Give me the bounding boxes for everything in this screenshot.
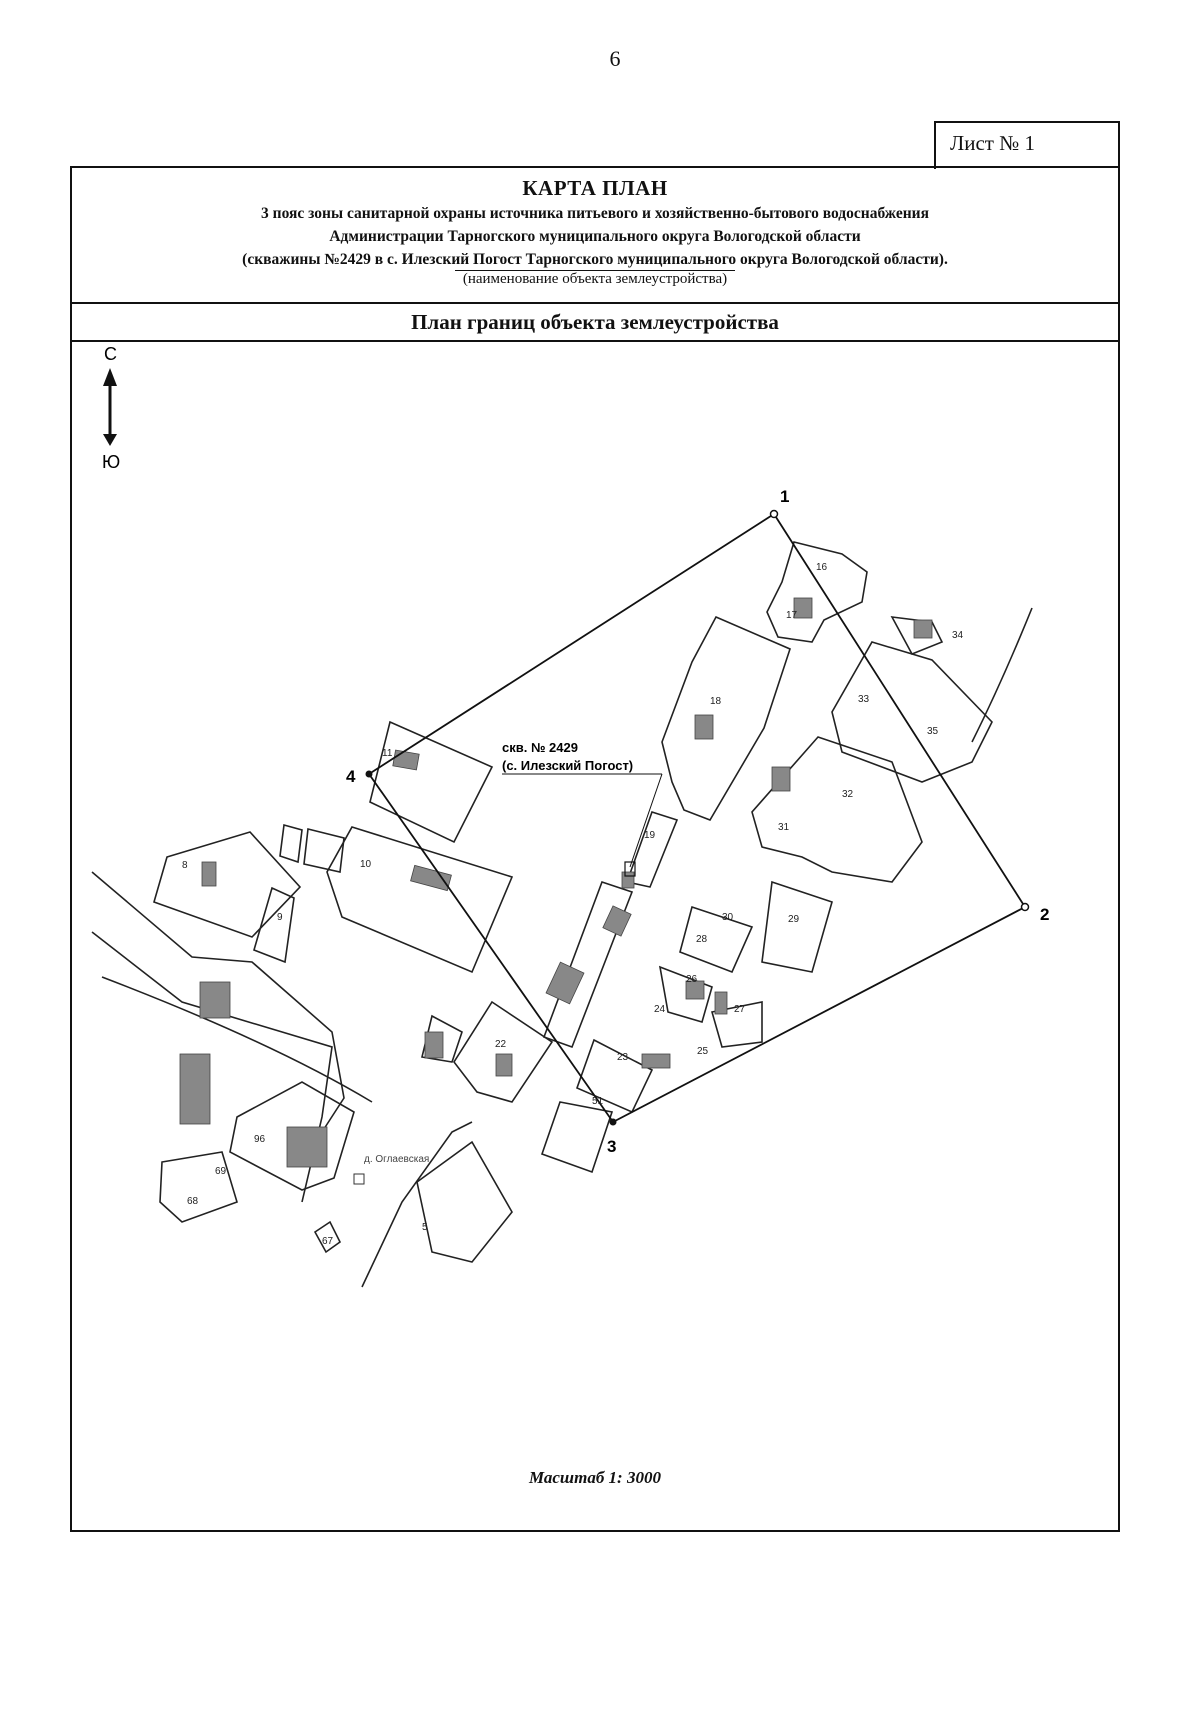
- parcel-51: [540, 1101, 614, 1174]
- svg-text:31: 31: [778, 822, 790, 833]
- svg-text:24: 24: [654, 1004, 666, 1015]
- header-line-1: 3 пояс зоны санитарной охраны источника …: [261, 205, 929, 222]
- parcel-567-1: [279, 823, 303, 864]
- header-line-3: (скважины №2429 в с. Илезский Погост Тар…: [242, 251, 948, 268]
- parcel-67: [313, 1220, 342, 1254]
- page-number: 6: [609, 46, 621, 71]
- svg-text:30: 30: [722, 912, 734, 923]
- svg-text:19: 19: [644, 830, 656, 841]
- svg-text:11: 11: [382, 748, 393, 759]
- sanitary-zone-boundary: [367, 512, 1027, 1124]
- compass-arrow-icon: [103, 368, 117, 446]
- svg-text:33: 33: [858, 694, 870, 705]
- boundary-point-3-label: 3: [607, 1137, 616, 1156]
- svg-text:32: 32: [842, 789, 854, 800]
- parcel-30: [679, 905, 754, 974]
- svg-text:8: 8: [182, 860, 188, 871]
- map-title: КАРТА ПЛАН: [522, 176, 668, 200]
- map-frame: КАРТА ПЛАН 3 пояс зоны санитарной охраны…: [70, 166, 1120, 1532]
- parcel-31-32: [751, 736, 923, 883]
- svg-text:5: 5: [422, 1222, 428, 1233]
- parcel-33: [831, 641, 993, 783]
- svg-text:69: 69: [215, 1166, 227, 1177]
- parcel-23: [575, 1038, 654, 1114]
- buildings: [179, 597, 933, 1168]
- parcel-18: [661, 615, 791, 821]
- parcel-567-2: [303, 828, 345, 873]
- svg-text:96: 96: [254, 1134, 266, 1145]
- well-label-line-2: (с. Илезский Погост): [502, 758, 633, 773]
- svg-text:51: 51: [592, 1096, 604, 1107]
- svg-text:27: 27: [734, 1004, 746, 1015]
- svg-text:23: 23: [617, 1052, 629, 1063]
- parcel-11: [369, 720, 494, 844]
- marker-icon: [353, 1173, 365, 1185]
- parcel-27: [710, 1001, 763, 1048]
- parcel-9: [253, 886, 295, 964]
- well-icon: [624, 861, 636, 877]
- svg-text:25: 25: [697, 1046, 709, 1057]
- svg-text:16: 16: [816, 562, 828, 573]
- svg-text:34: 34: [952, 630, 964, 641]
- parcel-68-69: [159, 1151, 238, 1223]
- parcel-19: [625, 811, 679, 888]
- compass-south-label: Ю: [102, 452, 120, 472]
- map-drawing: С Ю: [91, 344, 1049, 1288]
- svg-text:10: 10: [360, 859, 372, 870]
- boundary-point-4-label: 4: [346, 767, 356, 786]
- parcel-240: [542, 880, 634, 1049]
- parcel-24-26: [658, 965, 713, 1023]
- parcel-8: [153, 831, 302, 938]
- parcel-5: [416, 1140, 513, 1263]
- svg-text:9: 9: [277, 912, 283, 923]
- svg-text:22: 22: [495, 1039, 507, 1050]
- parcel-10: [326, 826, 514, 974]
- svg-text:35: 35: [927, 726, 939, 737]
- sheet-label: Лист № 1: [934, 121, 1120, 169]
- map-scale: Масштаб 1: 3000: [529, 1468, 661, 1487]
- map-area: С Ю: [72, 342, 1118, 1530]
- svg-text:68: 68: [187, 1196, 199, 1207]
- header-line-2: Администрации Тарногского муниципального…: [329, 228, 861, 245]
- boundary-point-1-label: 1: [780, 487, 789, 506]
- parcel-22: [453, 1000, 554, 1103]
- compass-north-label: С: [104, 344, 117, 364]
- svg-text:29: 29: [788, 914, 800, 925]
- roads: [91, 607, 1033, 1288]
- parcel-16-17: [766, 541, 868, 643]
- svg-text:18: 18: [710, 696, 722, 707]
- svg-text:67: 67: [322, 1236, 334, 1247]
- parcels: [153, 541, 993, 1263]
- map-header: КАРТА ПЛАН 3 пояс зоны санитарной охраны…: [72, 168, 1118, 304]
- boundary-vertices: [365, 509, 1030, 1126]
- header-caption: (наименование объекта землеустройства): [72, 270, 1118, 288]
- svg-text:17: 17: [786, 610, 798, 621]
- street-label: д. Оглаевская: [364, 1154, 429, 1165]
- boundary-point-2-label: 2: [1040, 905, 1049, 924]
- well-label-line-1: скв. № 2429: [502, 740, 578, 755]
- svg-text:26: 26: [686, 974, 698, 985]
- parcel-29: [761, 880, 833, 973]
- plan-subtitle: План границ объекта землеустройства: [72, 304, 1118, 342]
- parcel-number-labels: 16 17 18 19 22 23 24 25 26 27 28 29 30 3…: [182, 562, 964, 1247]
- svg-text:28: 28: [696, 934, 708, 945]
- parcel-96: [229, 1081, 355, 1191]
